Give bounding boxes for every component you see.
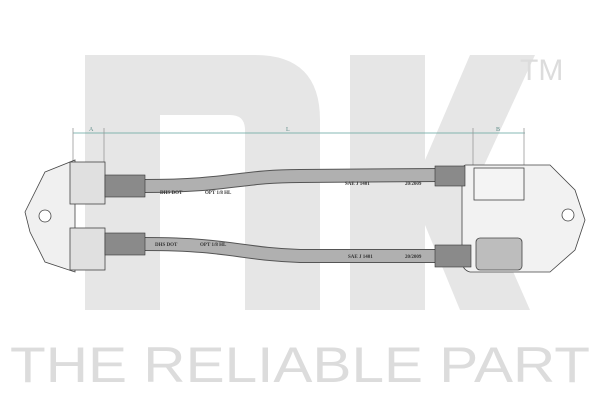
- trademark-mark: TM: [520, 54, 563, 87]
- hose-text: SAE J 1401: [348, 255, 373, 260]
- hose-text: OPT 1/8 HL: [200, 243, 227, 248]
- hose-text: DHS DOT: [155, 243, 178, 248]
- hose-upper: DHS DOT OPT 1/8 HL SAE J 1401 20/2009: [104, 165, 466, 198]
- left-bracket: [24, 159, 106, 273]
- hose-text: 20/2009: [405, 182, 422, 187]
- right-bracket: [461, 164, 586, 273]
- dimension-b-label: B: [496, 127, 500, 133]
- hose-text: DHS DOT: [160, 191, 183, 196]
- dimension-a-label: A: [89, 127, 94, 133]
- dimension-lines: [72, 128, 525, 165]
- hose-text: SAE J 1401: [345, 182, 370, 187]
- hose-text: 20/2009: [405, 255, 422, 260]
- slogan-text: THE RELIABLE PART: [10, 337, 590, 393]
- hose-text: OPT 1/8 HL: [205, 191, 232, 196]
- hose-lower: DHS DOT OPT 1/8 HL SAE J 1401 20/2009: [104, 232, 472, 268]
- dimension-l-label: L: [286, 127, 290, 133]
